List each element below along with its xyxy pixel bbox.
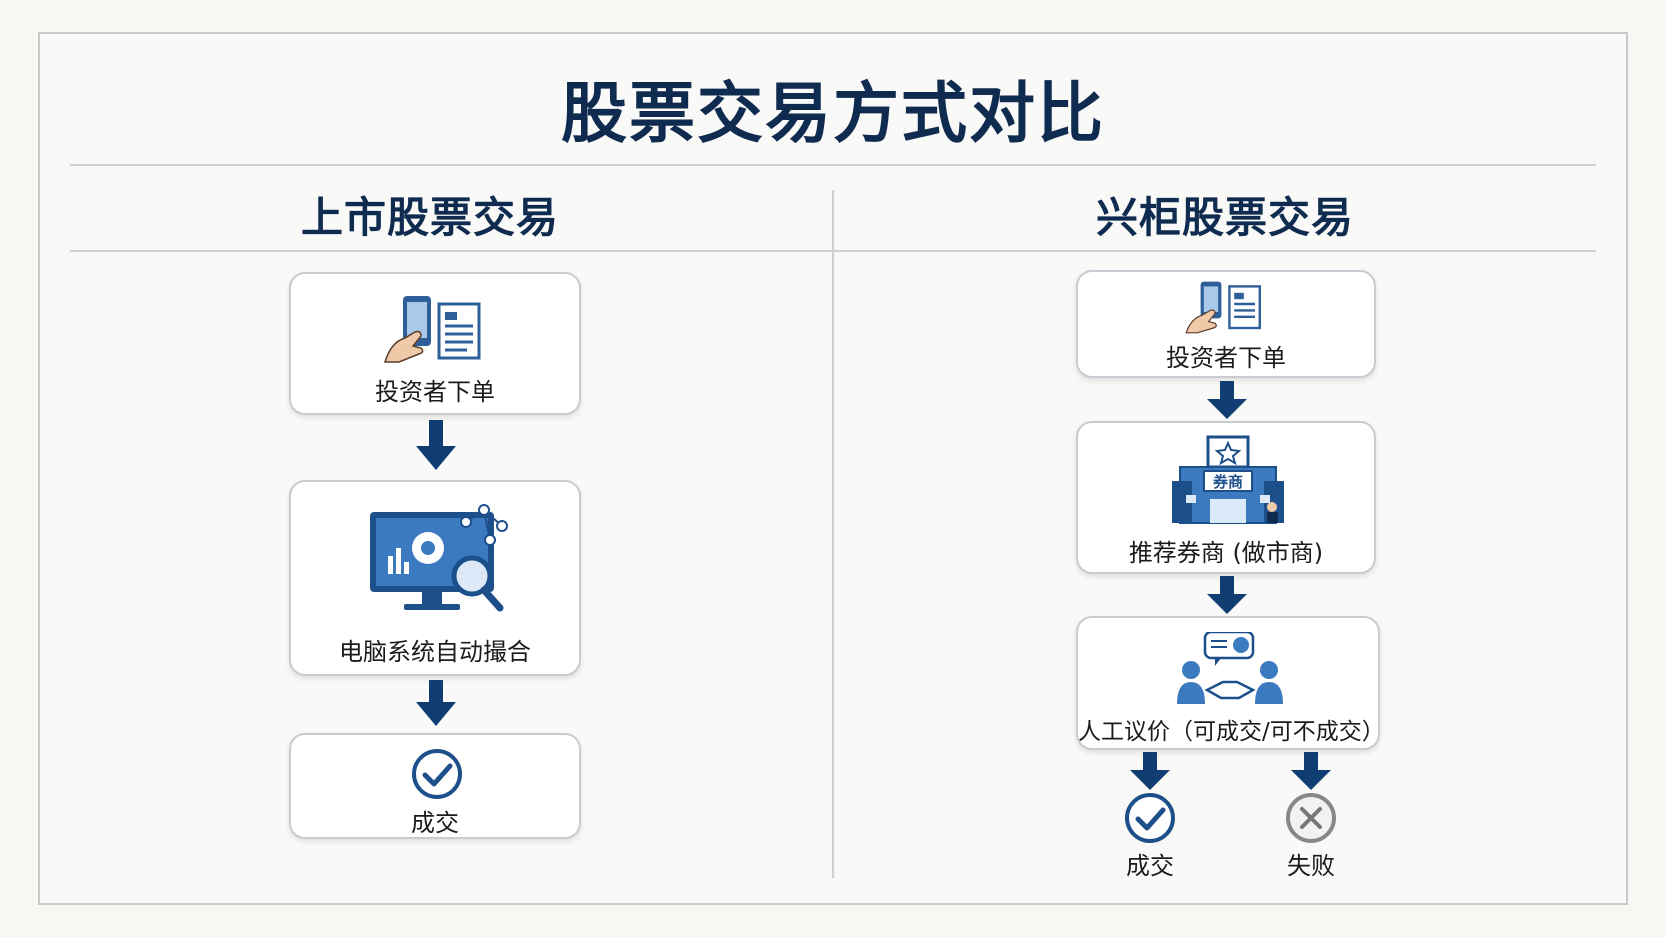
step-label: 电脑系统自动撮合 — [339, 638, 531, 666]
left-step-order-box: 投资者下单 — [289, 272, 581, 415]
left-step-matching-box: 电脑系统自动撮合 — [289, 480, 581, 676]
down-arrow-icon — [416, 680, 456, 726]
column-divider — [832, 190, 834, 878]
check-circle-icon — [1125, 793, 1175, 843]
step-label: 推荐券商 (做市商) — [1128, 539, 1324, 567]
heading-divider — [70, 250, 1596, 252]
outcome-success-label: 成交 — [1126, 852, 1174, 880]
step-label: 人工议价（可成交/可不成交） — [1078, 719, 1385, 745]
phone-document-icon — [383, 296, 481, 363]
outcome-failure-label: 失败 — [1287, 852, 1335, 880]
step-label: 成交 — [411, 809, 459, 837]
step-label: 投资者下单 — [1166, 344, 1286, 372]
phone-document-icon — [1185, 281, 1261, 334]
right-step-negotiation-box: 人工议价（可成交/可不成交） — [1076, 616, 1385, 750]
broker-building-icon: 券商 — [1172, 435, 1284, 524]
handshake-negotiation-icon — [1177, 632, 1283, 704]
x-circle-icon — [1286, 793, 1336, 843]
check-circle-icon — [412, 749, 462, 799]
right-heading: 兴柜股票交易 — [1095, 193, 1354, 242]
down-arrow-icon — [1207, 576, 1247, 614]
down-arrow-icon — [1291, 752, 1331, 790]
down-arrow-icon — [1207, 381, 1247, 419]
left-step-deal-box: 成交 — [289, 733, 581, 839]
step-label: 投资者下单 — [375, 378, 495, 406]
right-step-broker-box: 券商 推荐券商 (做市商) — [1076, 421, 1376, 574]
down-arrow-icon — [1130, 752, 1170, 790]
broker-sign-text: 券商 — [1213, 473, 1243, 491]
left-heading: 上市股票交易 — [300, 193, 559, 242]
right-step-order-box: 投资者下单 — [1076, 270, 1376, 378]
down-arrow-icon — [416, 420, 456, 470]
title-divider — [70, 164, 1596, 166]
computer-gear-magnifier-icon — [370, 504, 508, 612]
page-title: 股票交易方式对比 — [561, 75, 1105, 152]
